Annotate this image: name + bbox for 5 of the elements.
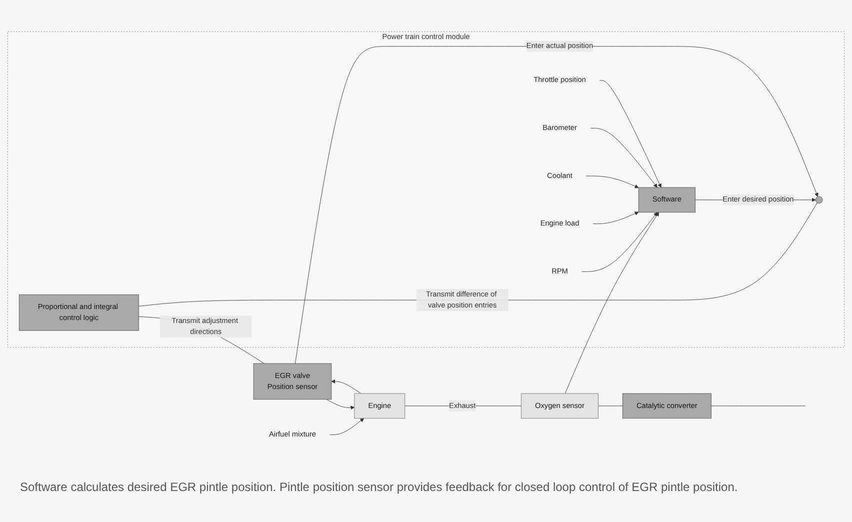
connector: [710, 405, 806, 406]
connector: [598, 405, 623, 406]
connector: [138, 202, 818, 306]
node-circle: [815, 196, 823, 204]
caption: Software calculates desired EGR pintle position. Pintle position sensor provides feedback for closed loop control of EGR pintle position.: [20, 480, 739, 494]
